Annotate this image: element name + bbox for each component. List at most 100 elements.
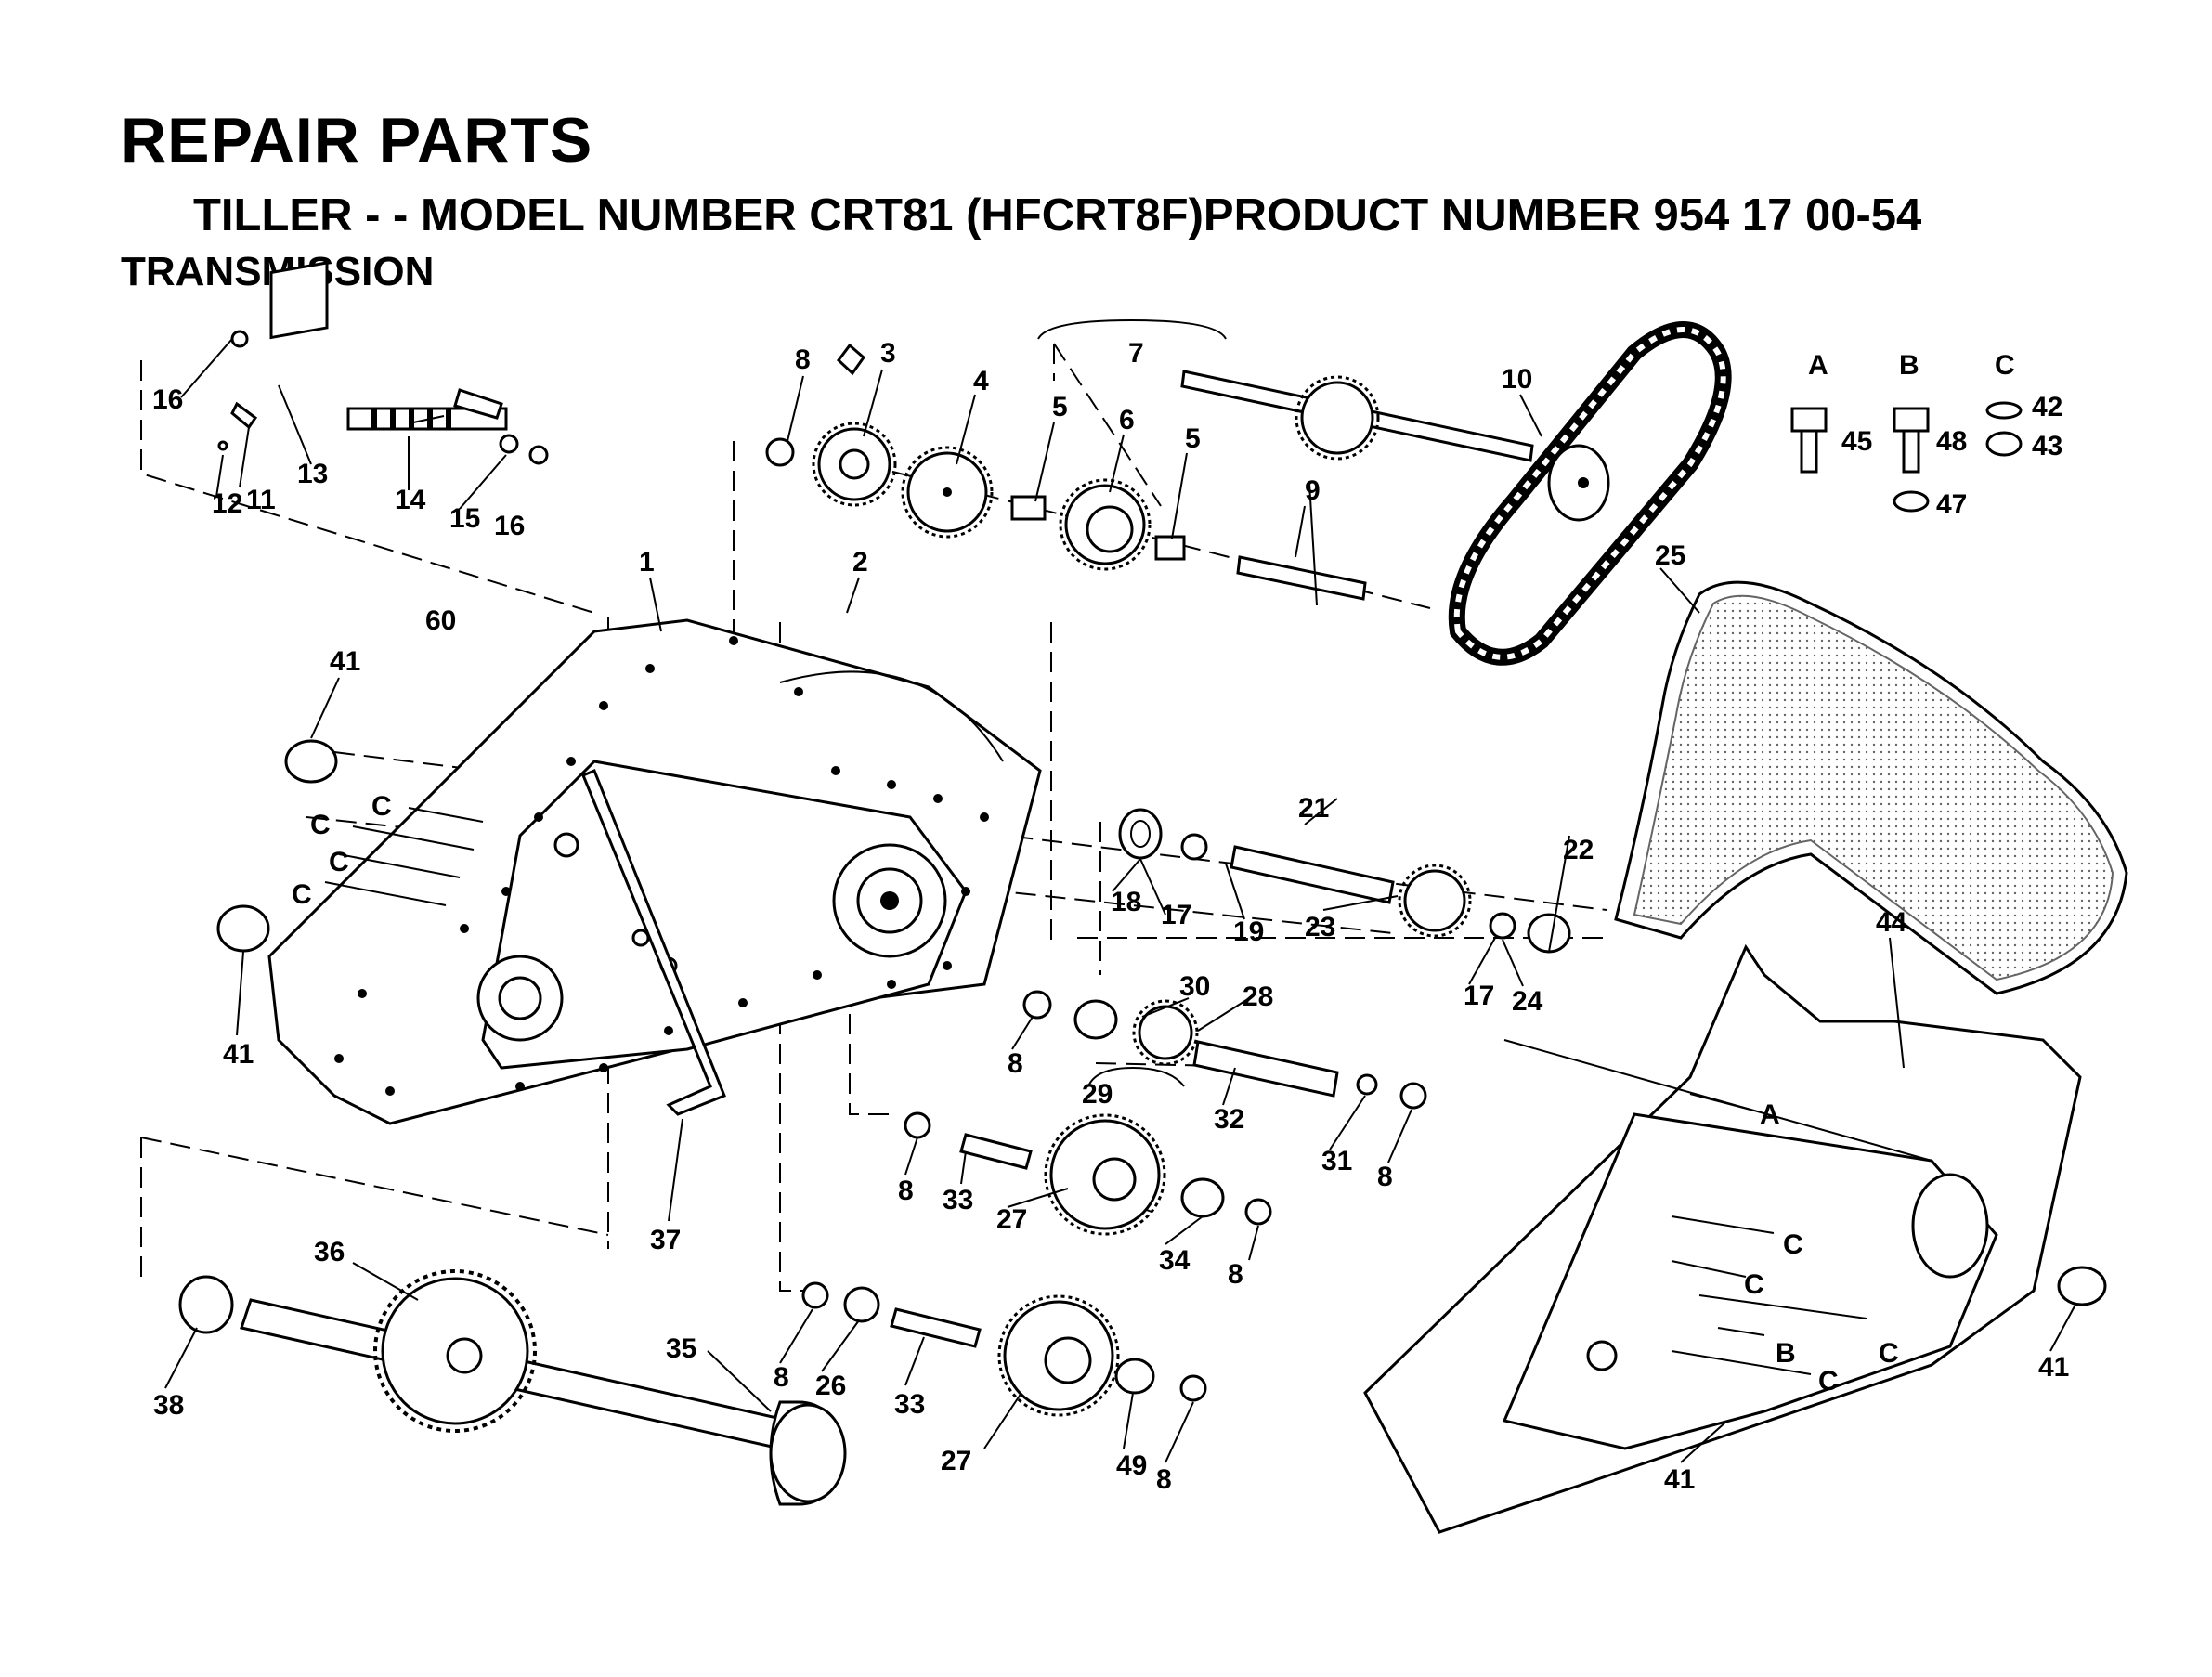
leader-lines xyxy=(164,318,2076,1463)
part-label: 33 xyxy=(894,1389,925,1420)
part-label: 28 xyxy=(1243,982,1273,1012)
washer-8-right xyxy=(1399,1082,1427,1110)
part-label: 27 xyxy=(996,1204,1027,1235)
callout-letter: C xyxy=(292,879,312,910)
part-label: 32 xyxy=(1214,1104,1244,1135)
bearing-26 xyxy=(843,1286,880,1323)
part-label: 13 xyxy=(297,459,328,489)
shaft-9 xyxy=(1236,555,1367,601)
part-label: 8 xyxy=(1008,1048,1023,1079)
part-label: 37 xyxy=(650,1225,681,1255)
washer-8-mid xyxy=(1022,990,1052,1020)
callout-letter: A xyxy=(1760,1099,1780,1130)
part-label: 5 xyxy=(1185,423,1201,454)
drive-chain xyxy=(1448,321,1732,666)
bushing-41a xyxy=(284,739,338,784)
part-label: 16 xyxy=(494,511,525,541)
part-label: 8 xyxy=(774,1362,789,1393)
gear-4 xyxy=(901,446,994,539)
callout-letter: C xyxy=(310,810,331,840)
transmission-housing-right xyxy=(1363,943,2082,1534)
gear-27a xyxy=(1044,1113,1166,1236)
part-label: 5 xyxy=(1052,392,1068,422)
part-label: 19 xyxy=(1233,916,1264,947)
part-label: 8 xyxy=(795,344,811,375)
part-label: 36 xyxy=(314,1237,345,1268)
part-label: 30 xyxy=(1179,971,1210,1002)
washer-8-lower4 xyxy=(1179,1374,1207,1402)
bushing-5b xyxy=(1154,535,1186,561)
hardware-callout-arrows xyxy=(324,807,1867,1375)
gear-27b xyxy=(997,1294,1120,1417)
bushing-41c xyxy=(2057,1266,2107,1306)
bearing-49 xyxy=(1114,1358,1155,1395)
transmission-housing-left xyxy=(267,618,1042,1125)
part-label: 6 xyxy=(1119,405,1135,436)
part-label: 33 xyxy=(943,1185,973,1216)
bearing-18 xyxy=(1118,808,1163,860)
part-label: 41 xyxy=(223,1039,254,1070)
part-label: 49 xyxy=(1116,1450,1147,1481)
part-label: 27 xyxy=(941,1446,971,1476)
legend-item: 42 xyxy=(2032,392,2062,422)
page-title: REPAIR PARTS xyxy=(121,105,593,176)
bolt-45 xyxy=(1790,407,1828,474)
legend-item: 48 xyxy=(1936,426,1967,457)
part-label: 41 xyxy=(330,646,360,677)
gear-23 xyxy=(1398,864,1472,938)
washer-17a xyxy=(1180,833,1208,861)
part-label: 14 xyxy=(395,485,426,515)
bushing-5a xyxy=(1010,495,1047,521)
part-label: 4 xyxy=(973,366,989,396)
part-label: 23 xyxy=(1305,912,1335,942)
callout-letter: C xyxy=(371,791,392,822)
part-label: 31 xyxy=(1321,1146,1352,1176)
part-label: 34 xyxy=(1159,1245,1191,1276)
part-label: 1 xyxy=(639,547,655,578)
callout-letter: C xyxy=(1744,1269,1764,1300)
bearing-38 xyxy=(178,1275,234,1334)
bearing-30 xyxy=(1073,999,1118,1040)
bushing-41b xyxy=(216,904,270,953)
gasket-25 xyxy=(1614,580,2128,995)
part-label: 41 xyxy=(1664,1464,1695,1495)
callout-letter: C xyxy=(1879,1338,1899,1369)
hub-35 xyxy=(769,1400,847,1506)
callout-letter: B xyxy=(1776,1338,1796,1369)
part-label: 26 xyxy=(815,1371,846,1401)
shaft-19 xyxy=(1230,845,1395,904)
part-label: 38 xyxy=(153,1390,184,1421)
sprocket-3 xyxy=(812,422,897,507)
housing-holes xyxy=(334,636,989,1096)
legend-item: 47 xyxy=(1936,489,1967,520)
shaft-33a xyxy=(959,1133,1033,1170)
lockwasher-42 xyxy=(1985,401,2023,420)
part-label: 41 xyxy=(2038,1352,2069,1383)
bolt-48 xyxy=(1893,407,1930,474)
part-label: 60 xyxy=(425,605,456,636)
legend-col-a: A xyxy=(1808,350,1828,381)
part-label: 16 xyxy=(152,384,183,415)
washer-8-top xyxy=(765,437,795,467)
ring-31 xyxy=(1356,1073,1378,1096)
legend-item: 43 xyxy=(2032,431,2062,462)
part-label: 3 xyxy=(880,338,896,369)
part-label: 44 xyxy=(1876,907,1907,938)
part-label: 8 xyxy=(898,1176,914,1206)
part-label: 7 xyxy=(1128,338,1144,369)
part-label: 29 xyxy=(1082,1079,1113,1110)
shift-lever-37 xyxy=(581,769,726,1116)
part-label: 25 xyxy=(1655,540,1685,571)
cluster-gear-6 xyxy=(1059,478,1152,571)
nut-43 xyxy=(1985,431,2023,457)
part-label: 11 xyxy=(246,485,276,515)
part-label: 17 xyxy=(1464,981,1494,1011)
sprocket-21 xyxy=(1295,375,1380,461)
part-label: 10 xyxy=(1502,364,1532,395)
part-label: 2 xyxy=(852,547,868,578)
callout-letter: C xyxy=(1818,1366,1839,1397)
legend-item: 45 xyxy=(1841,426,1872,457)
gear-36 xyxy=(373,1269,537,1433)
callout-letter: C xyxy=(1783,1229,1803,1260)
